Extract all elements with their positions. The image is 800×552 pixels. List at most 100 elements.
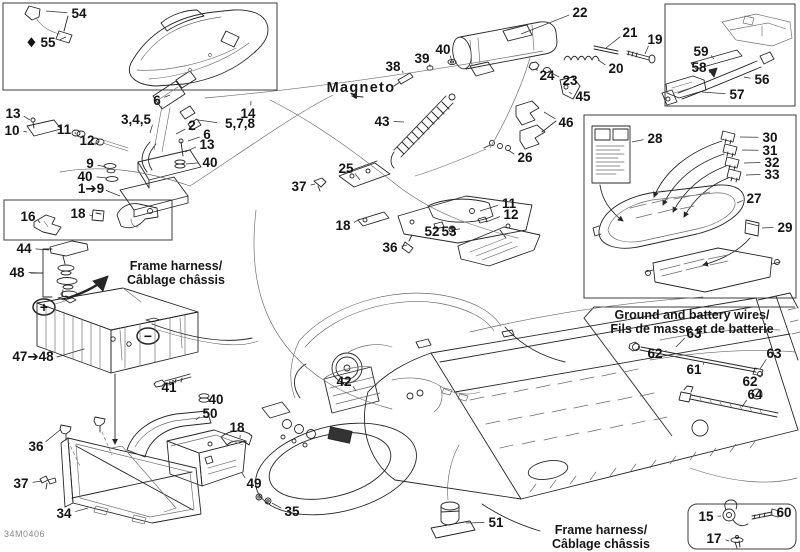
callout-42-37: 37 — [291, 179, 306, 194]
ground-wires-region-border — [583, 306, 795, 437]
leader-line-5,7,8 — [197, 119, 218, 124]
callout-61-49: 49 — [246, 476, 261, 491]
leader-line-25 — [354, 173, 361, 181]
battery-plus-symbol: + — [39, 299, 49, 315]
callout-23-40: 40 — [202, 155, 217, 170]
detail-lines — [35, 13, 800, 525]
drawing-code: 34M0406 — [4, 529, 46, 539]
callout-28-9: 9 — [86, 156, 94, 171]
leader-line-1➔9 — [105, 190, 121, 197]
leader-line-59 — [710, 55, 715, 60]
leader-line-18 — [89, 214, 93, 217]
leader-line-20 — [597, 59, 606, 66]
leader-line-6 — [164, 94, 171, 98]
leader-line-22 — [520, 14, 570, 35]
magneto-text: Magneto — [326, 80, 396, 96]
callout-16-14: 14 — [240, 106, 256, 121]
callout-46-52: 52 — [424, 224, 439, 239]
leader-line-64 — [741, 399, 748, 408]
leader-line-61 — [703, 361, 705, 365]
callout-12-59: 59 — [693, 44, 708, 59]
callout-34-28: 28 — [647, 131, 663, 146]
callout-45-12: 12 — [503, 207, 518, 222]
callout-57-18: 18 — [229, 420, 245, 435]
callout-21-6: 6 — [203, 127, 211, 142]
callout-31-43: 43 — [374, 114, 390, 129]
callout-19-2: 2 — [188, 118, 196, 133]
leader-line-9 — [97, 164, 107, 168]
callout-68-63: 63 — [766, 346, 782, 361]
callout-7-38: 38 — [385, 59, 401, 74]
inset-box-harness-connector — [664, 3, 796, 107]
callout-20-5,7,8: 5,7,8 — [225, 116, 256, 131]
leader-line-17 — [725, 539, 730, 542]
leader-line-53 — [452, 228, 461, 231]
leader-line-3,4,5 — [149, 124, 153, 134]
ground-battery-wires-label: Ground and battery wires/ Fils de masse … — [610, 308, 774, 336]
callout-66-63: 63 — [686, 326, 702, 341]
inset-box-fasteners — [687, 503, 797, 550]
leader-line-34 — [75, 507, 89, 512]
leader-line-35 — [271, 502, 282, 509]
leader-line-11 — [479, 204, 498, 212]
callout-55-40: 40 — [208, 392, 223, 407]
leader-line-10 — [23, 130, 28, 133]
callout-64-42: 42 — [336, 374, 351, 389]
callout-69-62: 62 — [742, 374, 757, 389]
frame-harness-label-bottom: Frame harness/ Câblage châssis — [552, 523, 650, 551]
callout-0-54: 54 — [71, 6, 87, 21]
leader-line-18 — [353, 218, 361, 223]
callout-5-40: 40 — [435, 42, 450, 57]
diamond-marker — [27, 37, 36, 48]
callout-65-62: 62 — [647, 346, 662, 361]
callout-2-22: 22 — [572, 5, 587, 20]
callout-11-45: 45 — [575, 89, 591, 104]
leader-line-2 — [175, 128, 186, 135]
callout-29-40: 40 — [77, 169, 92, 184]
callout-26-11: 11 — [57, 122, 72, 137]
leader-line-37 — [310, 183, 316, 186]
callout-53-47➔48: 47➔48 — [12, 349, 54, 364]
leader-line-46 — [543, 111, 556, 120]
callout-47-53: 53 — [441, 224, 457, 239]
callout-60-34: 34 — [56, 506, 72, 521]
leader-line-13 — [23, 115, 31, 121]
callout-9-23: 23 — [562, 73, 578, 88]
callout-58-36: 36 — [28, 439, 44, 454]
leader-line-6 — [187, 136, 200, 142]
leader-line-26 — [507, 149, 515, 155]
callout-15-57: 57 — [729, 87, 744, 102]
leader-line-63 — [675, 337, 686, 348]
callout-43-18: 18 — [335, 218, 351, 233]
callout-22-13: 13 — [199, 137, 215, 152]
callout-14-56: 56 — [754, 72, 770, 87]
callout-67-61: 61 — [686, 362, 702, 377]
leader-line-42 — [352, 386, 357, 392]
leader-line-23 — [547, 70, 560, 78]
callout-51-44: 44 — [16, 241, 32, 256]
leader-line-54 — [45, 10, 68, 14]
callout-48-36: 36 — [382, 240, 398, 255]
callout-71-15: 15 — [698, 509, 714, 524]
callout-39-27: 27 — [746, 191, 761, 206]
leader-line-24 — [535, 67, 538, 72]
leader-line-21 — [605, 36, 621, 49]
leader-line-45 — [568, 91, 573, 95]
leader-line-55 — [58, 36, 67, 41]
leader-line-52 — [437, 227, 443, 229]
magneto-label: Magneto — [326, 80, 396, 97]
leader-line-32 — [743, 162, 761, 164]
leader-line-28 — [631, 139, 644, 143]
callout-38-33: 33 — [764, 167, 780, 182]
callout-1-55: 55 — [40, 35, 56, 50]
leader-line-40 — [185, 162, 199, 165]
leader-line-49 — [241, 472, 246, 479]
callout-49-16: 16 — [20, 209, 36, 224]
inset-box-small-parts — [3, 199, 173, 241]
callout-44-11: 11 — [502, 196, 517, 211]
callout-59-37: 37 — [13, 476, 28, 491]
